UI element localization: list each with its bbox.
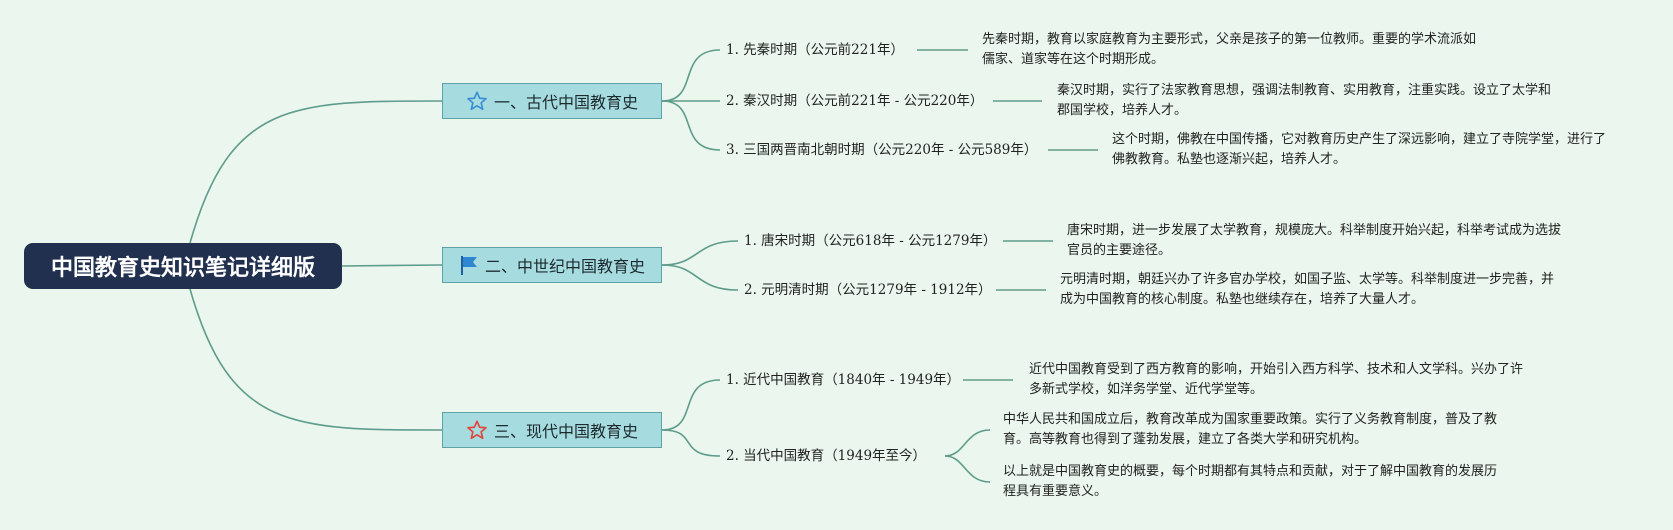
detail-text-1-3: 这个时期，佛教在中国传播，它对教育历史产生了深远影响，建立了寺院学堂，进行了佛教… [1112,132,1607,167]
period-label-1-3[interactable]: 3. 三国两晋南北朝时期（公元220年 - 公元589年） [726,142,1038,158]
detail-connector-3-2-2 [944,455,991,483]
section-title: 三、现代中国教育史 [493,422,638,441]
root-connector-3 [189,288,443,431]
section-3-period-connector-2 [661,429,721,457]
section-2-period-connector-2 [661,264,739,291]
detail-text-1-2: 秦汉时期，实行了法家教育思想，强调法制教育、实用教育，注重实践。设立了太学和郡国… [1057,83,1552,118]
root-node[interactable]: 中国教育史知识笔记详细版 [24,243,342,289]
detail-text-2-1: 唐宋时期，进一步发展了太学教育，规模庞大。科举制度开始兴起，科举考试成为选拔官员… [1067,223,1562,258]
star-outline-icon [466,419,494,441]
detail-text-3-1: 近代中国教育受到了西方教育的影响，开始引入西方科学、技术和人文学科。兴办了许多新… [1029,362,1524,397]
section-node-3[interactable]: 三、现代中国教育史 [442,412,662,448]
section-2-period-connector-1 [661,240,739,266]
root-connector-2 [341,264,443,267]
period-label-1-1[interactable]: 1. 先秦时期（公元前221年） [726,42,904,58]
star-outline-icon [466,90,494,112]
root-connector-1 [189,100,443,244]
section-1-period-connector-1 [661,49,721,102]
detail-connector-3-2-1 [944,429,991,457]
section-3-period-connector-1 [661,379,721,431]
section-node-2[interactable]: 二、中世纪中国教育史 [442,247,662,283]
section-node-1[interactable]: 一、古代中国教育史 [442,83,662,119]
period-label-2-1[interactable]: 1. 唐宋时期（公元618年 - 公元1279年） [744,233,997,249]
period-label-2-2[interactable]: 2. 元明清时期（公元1279年 - 1912年） [744,282,992,298]
period-label-3-1[interactable]: 1. 近代中国教育（1840年 - 1949年） [726,372,961,388]
flag-icon [459,254,485,276]
detail-text-1-1: 先秦时期，教育以家庭教育为主要形式，父亲是孩子的第一位教师。重要的学术流派如儒家… [982,32,1477,67]
period-label-1-2[interactable]: 2. 秦汉时期（公元前221年 - 公元220年） [726,93,984,109]
detail-text-2-2: 元明清时期，朝廷兴办了许多官办学校，如国子监、太学等。科举制度进一步完善，并成为… [1060,272,1555,307]
section-title: 二、中世纪中国教育史 [484,257,645,276]
section-title: 一、古代中国教育史 [493,93,638,112]
detail-text-3-2-2: 以上就是中国教育史的概要，每个时期都有其特点和贡献，对于了解中国教育的发展历程具… [1003,464,1498,499]
period-label-3-2[interactable]: 2. 当代中国教育（1949年至今） [726,448,927,464]
section-1-period-connector-3 [661,100,721,151]
detail-text-3-2-1: 中华人民共和国成立后，教育改革成为国家重要政策。实行了义务教育制度，普及了教育。… [1003,412,1498,447]
